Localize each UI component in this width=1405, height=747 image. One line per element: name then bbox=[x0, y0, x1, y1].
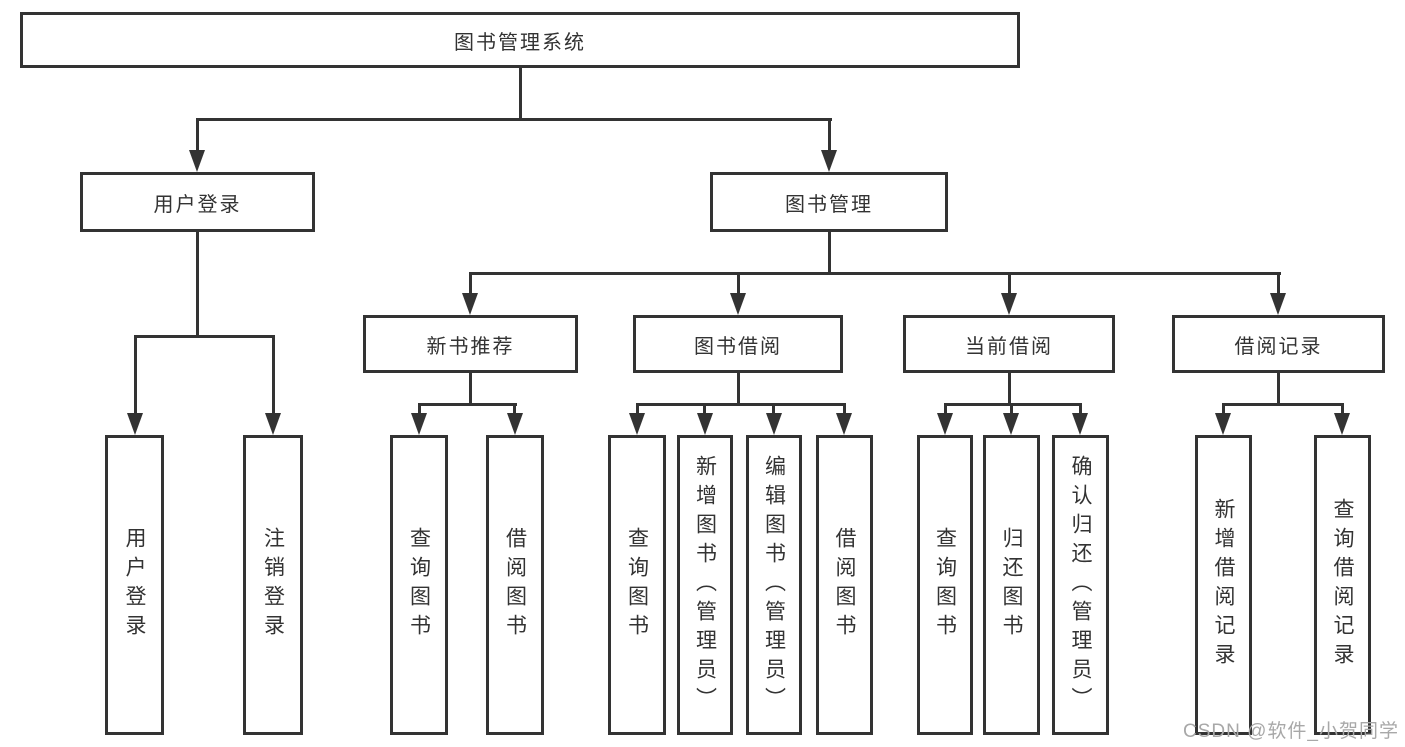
leaf-confirm-return-admin: 确认归还（管理员） bbox=[1052, 435, 1109, 735]
tree-connector-line bbox=[1008, 373, 1011, 404]
tree-connector-line bbox=[828, 232, 831, 273]
leaf-borrow-books: 借阅图书 bbox=[816, 435, 873, 735]
arrow-down-icon bbox=[1003, 413, 1019, 435]
arrow-down-icon bbox=[507, 413, 523, 435]
arrow-down-icon bbox=[697, 413, 713, 435]
tree-connector-line bbox=[1222, 403, 1225, 416]
tree-connector-line bbox=[418, 403, 421, 416]
tree-connector-line bbox=[134, 335, 275, 338]
leaf-query-books-borrow: 查询图书 bbox=[608, 435, 666, 735]
arrow-down-icon bbox=[265, 413, 281, 435]
leaf-add-books-admin: 新增图书（管理员） bbox=[677, 435, 733, 735]
leaf-user-login: 用户登录 bbox=[105, 435, 164, 735]
node-borrow-records: 借阅记录 bbox=[1172, 315, 1385, 373]
arrow-down-icon bbox=[462, 293, 478, 315]
tree-connector-line bbox=[196, 118, 832, 121]
node-book-borrow: 图书借阅 bbox=[633, 315, 843, 373]
arrow-down-icon bbox=[766, 413, 782, 435]
leaf-borrow-books-recommend: 借阅图书 bbox=[486, 435, 544, 735]
tree-connector-line bbox=[1079, 403, 1082, 416]
tree-connector-line bbox=[196, 232, 199, 336]
tree-connector-line bbox=[843, 403, 846, 416]
arrow-down-icon bbox=[1270, 293, 1286, 315]
arrow-down-icon bbox=[127, 413, 143, 435]
tree-connector-line bbox=[1277, 272, 1280, 294]
tree-connector-line bbox=[513, 403, 516, 416]
tree-connector-line bbox=[1010, 403, 1013, 416]
tree-connector-line bbox=[737, 373, 740, 404]
arrow-down-icon bbox=[1072, 413, 1088, 435]
node-library-management-system: 图书管理系统 bbox=[20, 12, 1020, 68]
tree-connector-line bbox=[469, 272, 1281, 275]
arrow-down-icon bbox=[411, 413, 427, 435]
tree-connector-line bbox=[636, 403, 846, 406]
arrow-down-icon bbox=[937, 413, 953, 435]
leaf-add-borrow-record: 新增借阅记录 bbox=[1195, 435, 1252, 735]
tree-connector-line bbox=[134, 335, 137, 415]
tree-connector-line bbox=[944, 403, 947, 416]
leaf-query-books-recommend: 查询图书 bbox=[390, 435, 448, 735]
arrow-down-icon bbox=[629, 413, 645, 435]
tree-connector-line bbox=[519, 68, 522, 119]
tree-connector-line bbox=[418, 403, 517, 406]
arrow-down-icon bbox=[1334, 413, 1350, 435]
tree-connector-line bbox=[636, 403, 639, 416]
tree-connector-line bbox=[1277, 373, 1280, 404]
tree-connector-line bbox=[272, 335, 275, 415]
arrow-down-icon bbox=[1215, 413, 1231, 435]
node-user-login: 用户登录 bbox=[80, 172, 315, 232]
leaf-query-borrow-record: 查询借阅记录 bbox=[1314, 435, 1371, 735]
tree-connector-line bbox=[944, 403, 1082, 406]
node-current-borrow: 当前借阅 bbox=[903, 315, 1115, 373]
tree-connector-line bbox=[772, 403, 775, 416]
tree-connector-line bbox=[1008, 272, 1011, 294]
leaf-query-books-current: 查询图书 bbox=[917, 435, 973, 735]
tree-connector-line bbox=[703, 403, 706, 416]
arrow-down-icon bbox=[189, 150, 205, 172]
arrow-down-icon bbox=[821, 150, 837, 172]
tree-connector-line bbox=[469, 373, 472, 404]
arrow-down-icon bbox=[1001, 293, 1017, 315]
tree-connector-line bbox=[1341, 403, 1344, 416]
tree-connector-line bbox=[469, 272, 472, 294]
tree-connector-line bbox=[196, 118, 199, 152]
csdn-watermark: CSDN @软件_小贺同学 bbox=[1183, 721, 1399, 742]
node-new-book-recommend: 新书推荐 bbox=[363, 315, 578, 373]
arrow-down-icon bbox=[730, 293, 746, 315]
leaf-logout: 注销登录 bbox=[243, 435, 303, 735]
tree-connector-line bbox=[828, 118, 831, 152]
node-book-management: 图书管理 bbox=[710, 172, 948, 232]
leaf-return-books: 归还图书 bbox=[983, 435, 1040, 735]
tree-connector-line bbox=[737, 272, 740, 294]
arrow-down-icon bbox=[836, 413, 852, 435]
tree-connector-line bbox=[1222, 403, 1344, 406]
leaf-edit-books-admin: 编辑图书（管理员） bbox=[746, 435, 802, 735]
